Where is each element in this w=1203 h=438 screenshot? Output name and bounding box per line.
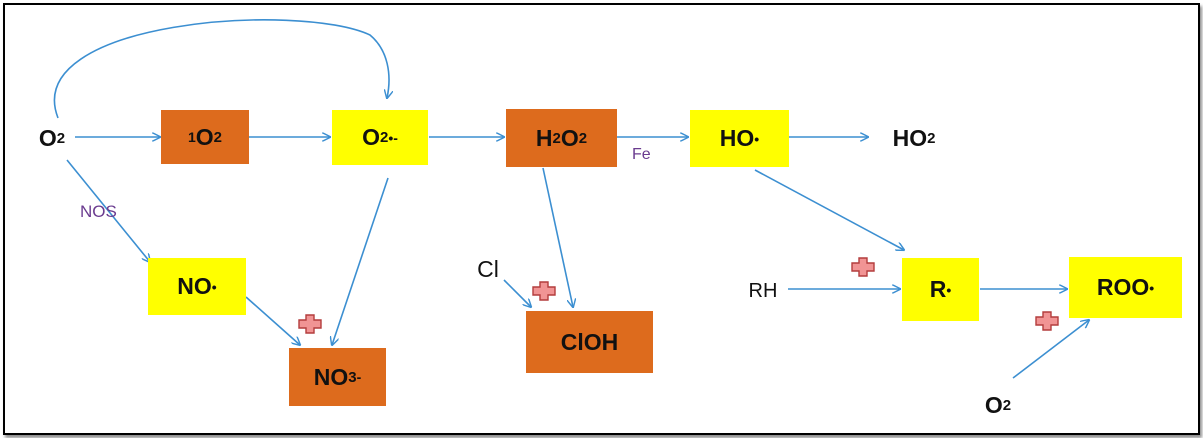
arrow-no-to-nitrate: [245, 296, 300, 345]
arrow-h2o2-to-cloh: [542, 167, 573, 307]
arrow-cl-to-cloh: [503, 279, 531, 307]
arrow-hydroxyl-to-r: [754, 169, 904, 250]
node-cl: Cl: [477, 255, 499, 282]
arrow-o2-to-no: [66, 159, 150, 262]
node-nitric-oxide: NO•: [148, 258, 246, 315]
node-hydroxyl-radical: HO•: [690, 110, 789, 167]
arrow-o2-to-roo: [1012, 320, 1089, 379]
plus-icon: [298, 314, 322, 334]
node-cloh: ClOH: [526, 311, 653, 373]
label-fe: Fe: [632, 146, 651, 163]
label-nos: NOS: [80, 202, 117, 221]
plus-icon: [851, 257, 875, 277]
plus-icon: [532, 281, 556, 301]
node-rh: RH: [748, 279, 778, 302]
plus-icon: [1035, 311, 1059, 331]
node-alkyl-radical: R•: [902, 258, 979, 321]
arrow-curve-o2-to-superoxide: [53, 19, 389, 119]
node-peroxyl-radical: ROO•: [1069, 257, 1182, 318]
arrow-superoxide-to-nitrate: [332, 177, 389, 345]
